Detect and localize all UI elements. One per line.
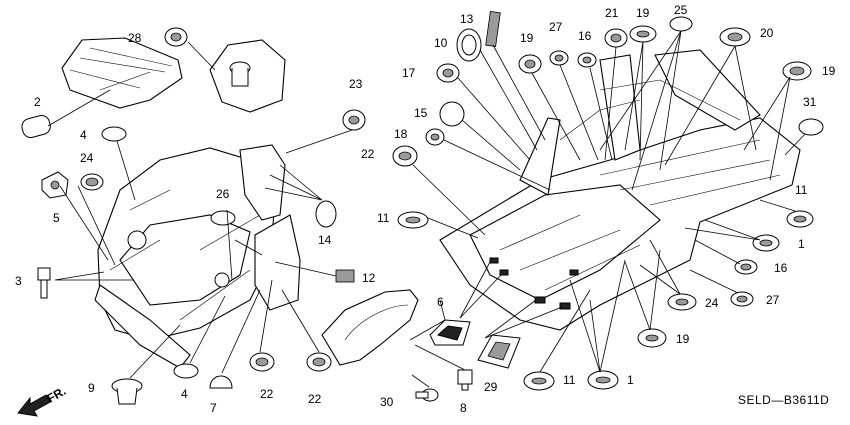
- callout-23: 23: [349, 77, 363, 91]
- strut-tower-bracket: [209, 39, 286, 113]
- part-8-clip: [457, 369, 473, 391]
- callout-22a: 22: [260, 387, 274, 401]
- floor-tape-patches: [489, 257, 579, 310]
- callout-18: 18: [394, 127, 408, 141]
- part-25-seal: [669, 16, 693, 32]
- part-1-grommet-bottom: [587, 370, 619, 390]
- callout-20: 20: [760, 26, 774, 40]
- callout-19c: 19: [822, 64, 836, 78]
- part-27-grommet-right: [730, 291, 754, 307]
- callout-31: 31: [803, 95, 817, 109]
- callout-27a: 27: [549, 20, 563, 34]
- callout-3: 3: [15, 274, 22, 288]
- callout-14: 14: [318, 233, 332, 247]
- part-11-grommet-left: [397, 211, 429, 229]
- part-6-rect-plug: [429, 319, 471, 346]
- callout-12: 12: [362, 271, 376, 285]
- callout-5: 5: [53, 211, 60, 225]
- part-21-grommet: [604, 28, 628, 48]
- callout-24: 24: [80, 151, 94, 165]
- part-9-push-rivet: [111, 378, 143, 405]
- part-29-rect-plug: [477, 334, 521, 369]
- part-27-grommet-top: [549, 50, 569, 66]
- part-10-oval-grommet: [456, 28, 482, 62]
- callout-29: 29: [484, 380, 498, 394]
- part-31-seal: [798, 118, 824, 136]
- callout-19d: 19: [676, 332, 690, 346]
- part-19-grommet-a: [518, 54, 542, 74]
- callout-4: 4: [80, 128, 87, 142]
- callout-11a: 11: [377, 211, 390, 225]
- part-4-seal-top: [101, 126, 127, 142]
- part-13-strip: [485, 11, 501, 47]
- callout-16b: 16: [774, 261, 788, 275]
- part-15-seal: [439, 101, 465, 127]
- part-19-grommet-b: [629, 25, 657, 43]
- callout-22c: 22: [361, 147, 375, 161]
- part-24-grommet: [80, 173, 104, 191]
- callout-19b: 19: [636, 6, 650, 20]
- part-16-grommet-top: [577, 52, 597, 68]
- part-18-grommet: [425, 128, 445, 146]
- callout-16a: 16: [578, 29, 592, 43]
- callout-1a: 1: [798, 237, 805, 251]
- callout-4b: 4: [181, 387, 188, 401]
- part-23-grommet: [342, 109, 366, 131]
- part-22-grommet-a: [249, 352, 275, 372]
- callout-11c: 11: [563, 373, 576, 387]
- front-fender: [321, 289, 419, 366]
- part-30-screw: [415, 388, 439, 402]
- callout-21: 21: [605, 6, 619, 20]
- part-19-grommet-d: [637, 328, 667, 348]
- callout-2: 2: [34, 95, 41, 109]
- part-5-clip: [41, 171, 69, 199]
- callout-19a: 19: [520, 31, 534, 45]
- callout-7: 7: [210, 401, 217, 415]
- callout-17: 17: [402, 66, 416, 80]
- part-26-seal: [210, 210, 236, 226]
- callout-10: 10: [434, 36, 448, 50]
- callout-9: 9: [88, 381, 95, 395]
- part-3-plug: [37, 267, 51, 299]
- part-16-grommet-right: [734, 259, 758, 275]
- part-7-cap: [209, 375, 233, 389]
- part-2-oval-plug: [21, 114, 51, 138]
- floor-pan: [439, 49, 801, 331]
- callout-11b: 11: [795, 183, 808, 197]
- callout-27b: 27: [766, 293, 780, 307]
- part-28-grommet: [164, 27, 188, 47]
- part-4-seal-bottom: [173, 363, 199, 379]
- part-12-tape: [335, 269, 355, 283]
- callout-24b: 24: [705, 296, 719, 310]
- callout-1b: 1: [627, 373, 634, 387]
- part-24-grommet-right: [667, 293, 697, 311]
- callout-30: 30: [380, 395, 394, 409]
- part-11-grommet-right: [786, 210, 814, 228]
- callout-6: 6: [437, 295, 444, 309]
- part-19-grommet-c: [782, 61, 812, 81]
- leader-lines: [47, 30, 806, 388]
- callout-22b: 22: [308, 392, 322, 406]
- callout-8: 8: [460, 401, 467, 415]
- callout-13: 13: [460, 12, 474, 26]
- part-22-grommet-c: [392, 145, 418, 167]
- front-direction-arrow: FR.: [17, 384, 68, 417]
- part-1-grommet-right: [752, 234, 780, 252]
- part-22-grommet-b: [306, 352, 332, 372]
- callout-15: 15: [414, 106, 428, 120]
- part-17-grommet: [436, 63, 460, 83]
- callout-26: 26: [216, 187, 230, 201]
- part-20-grommet: [719, 27, 751, 47]
- front-bulkhead-panel: [61, 37, 183, 109]
- callout-28: 28: [128, 31, 142, 45]
- callout-25: 25: [674, 3, 688, 17]
- part-11-grommet-bottom: [523, 371, 555, 391]
- part-14-seal: [315, 200, 337, 228]
- diagram-code: SELD—B3611D: [738, 393, 830, 407]
- callout-labels: 28 2 4 24 5 3 9 4 7 22 22 26 23 14 12 6 …: [15, 3, 836, 415]
